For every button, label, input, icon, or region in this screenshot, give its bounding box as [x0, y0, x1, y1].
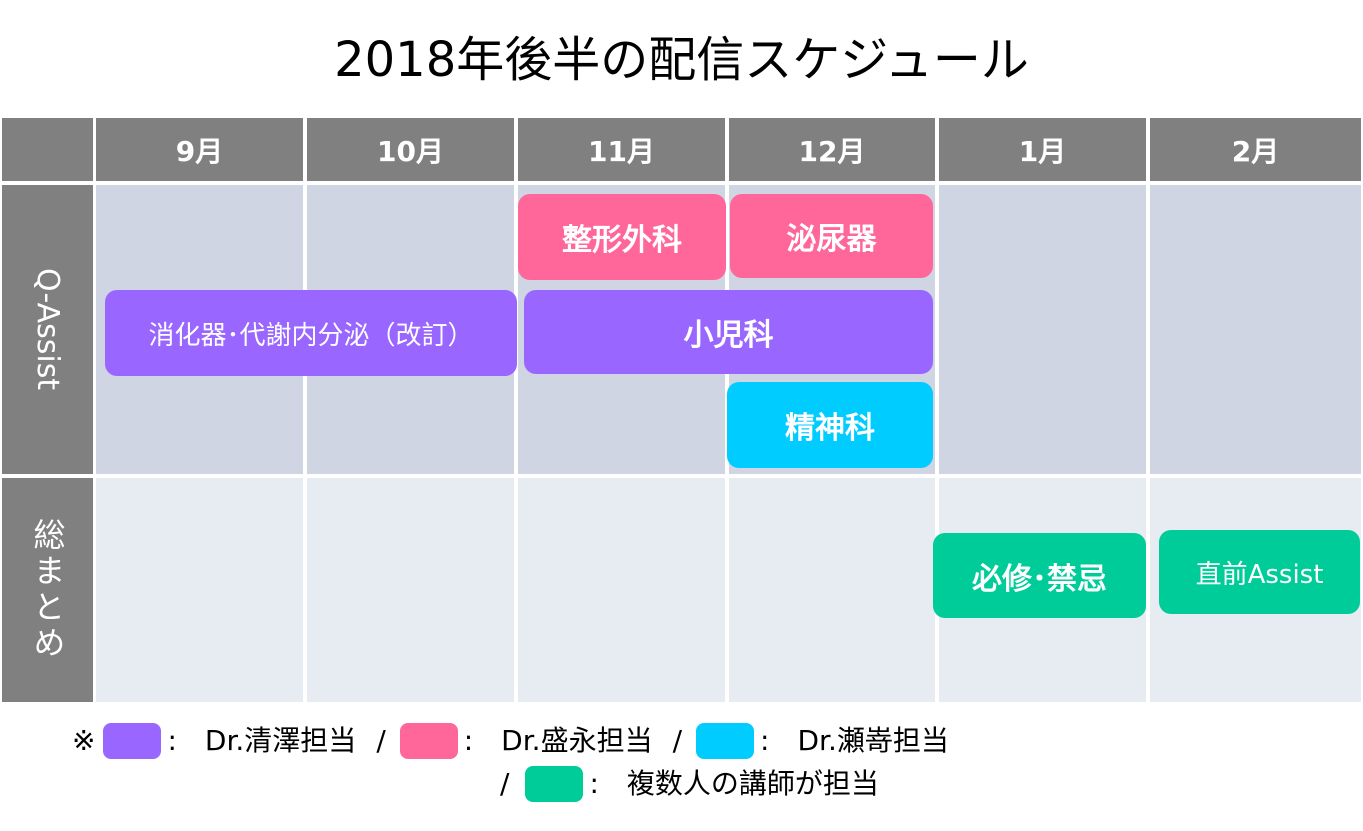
s-cell-oct: [307, 478, 514, 702]
month-header-sep: 9月: [96, 118, 303, 181]
legend-line-2: / : 複数人の講師が担当: [500, 766, 885, 802]
legend-swatch-pink: [399, 723, 458, 759]
legend-swatch-purple: [103, 723, 162, 759]
legend-label-cyan: : Dr.瀬嵜担当: [760, 724, 949, 757]
month-header-dec: 12月: [729, 118, 935, 181]
s-cell-sep: [96, 478, 303, 702]
page-title: 2018年後半の配信スケジュール: [334, 32, 1029, 88]
bar-orthopedics[interactable]: 整形外科: [518, 194, 726, 280]
s-cell-dec: [729, 478, 935, 702]
legend-separator: /: [672, 724, 683, 757]
month-header-jan: 1月: [939, 118, 1146, 181]
legend-label-purple: : Dr.清澤担当: [167, 724, 357, 757]
month-header-oct: 10月: [307, 118, 514, 181]
legend-line-1: ※ : Dr.清澤担当 / : Dr.盛永担当 / : Dr.瀬嵜担当: [72, 723, 955, 759]
row-label-summary: 総まとめ: [2, 478, 93, 702]
bar-urology[interactable]: 泌尿器: [730, 194, 933, 278]
bar-pediatrics[interactable]: 小児科: [524, 290, 933, 374]
row-label-q-assist: Q-Assist: [2, 185, 93, 474]
legend-separator: /: [376, 724, 386, 757]
bar-final-assist[interactable]: 直前Assist: [1159, 530, 1360, 614]
legend-separator: /: [500, 767, 510, 800]
q-cell-jan: [939, 185, 1146, 474]
legend-swatch-green: [525, 766, 584, 802]
header-corner: [2, 118, 93, 181]
legend-label-pink: : Dr.盛永担当: [463, 724, 653, 757]
legend-mark: ※: [72, 724, 96, 757]
legend-label-green: : 複数人の講師が担当: [589, 767, 879, 800]
s-cell-nov: [518, 478, 725, 702]
bar-psychiatry[interactable]: 精神科: [727, 382, 933, 468]
legend-swatch-cyan: [696, 723, 755, 759]
bar-digestive[interactable]: 消化器･代謝内分泌（改訂）: [105, 290, 517, 376]
bar-required[interactable]: 必修･禁忌: [933, 533, 1146, 618]
month-header-feb: 2月: [1150, 118, 1361, 181]
q-cell-feb: [1150, 185, 1361, 474]
month-header-nov: 11月: [518, 118, 725, 181]
